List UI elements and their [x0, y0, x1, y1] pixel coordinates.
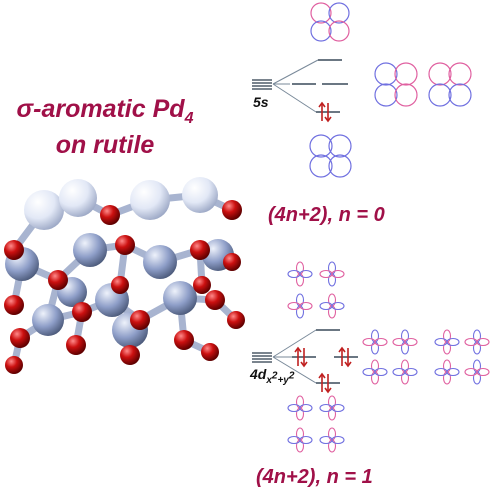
mo-diagram-4d — [252, 261, 490, 453]
oxygen-atoms — [4, 200, 245, 374]
4d-level-stack — [252, 352, 272, 363]
palladium-atoms — [24, 177, 218, 230]
5s-correlation-lines — [272, 59, 319, 113]
4d-electron-pairs — [294, 346, 352, 394]
d-orbital-bottom — [287, 395, 345, 453]
title-line-2: on rutile — [55, 131, 155, 159]
d-orbital-right-b — [434, 329, 490, 385]
huckel-rule-n0: (4n+2), n = 0 — [268, 204, 385, 226]
level-label-5s: 5s — [253, 94, 269, 110]
title-line-1: σ-aromatic Pd4 — [16, 95, 194, 127]
mo-diagram-5s — [252, 2, 472, 178]
orbital-degenerate-a — [374, 62, 418, 107]
level-label-4d: 4dx2+y2 — [250, 366, 295, 386]
5s-mo-levels — [292, 59, 348, 113]
orbital-bonding — [309, 134, 352, 178]
figure-title: σ-aromatic Pd4 on rutile — [0, 96, 210, 158]
d-orbital-top — [287, 261, 345, 319]
rutile-pd4-model — [4, 177, 245, 374]
4d-correlation-lines — [272, 329, 317, 384]
orbital-top — [310, 2, 350, 42]
huckel-rule-n1: (4n+2), n = 1 — [256, 466, 373, 488]
orbital-degenerate-b — [428, 62, 472, 107]
5s-electron-pair — [318, 101, 332, 123]
5s-level-stack — [252, 79, 272, 90]
d-orbital-right-a — [362, 329, 418, 385]
